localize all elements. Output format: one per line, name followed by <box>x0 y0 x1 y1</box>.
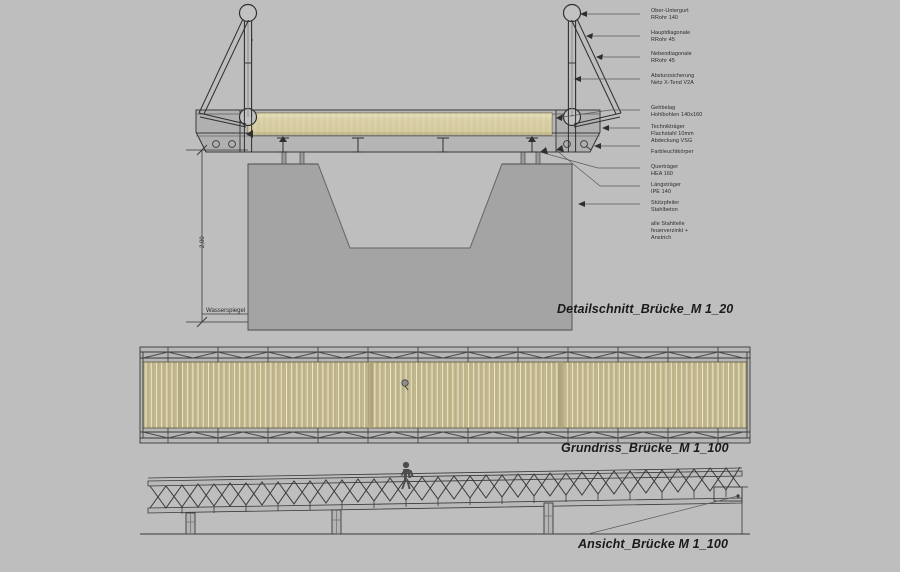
elevation-deck <box>147 467 743 514</box>
annotation-hauptdiagonale-line2: RRohr 45 <box>651 37 675 43</box>
annotation-ober-untergurt-line2: RRohr 140 <box>651 15 679 21</box>
annotation-stuetzpfeiler-line2: Stahlbeton <box>651 207 678 213</box>
annotation-hauptdiagonale-line1: Hauptdiagonale <box>651 30 691 36</box>
pedestrian-figure <box>400 461 414 489</box>
dimension-height <box>186 144 248 328</box>
title-section: Detailschnitt_Brücke_M 1_20 <box>557 302 734 316</box>
annotation-gehbelag-line1: Gehbelag <box>651 105 676 111</box>
annotation-techniktraeger-line1: Technikträger <box>651 124 685 130</box>
end-panel-openings <box>212 140 592 151</box>
water-level-label: Wasserspiegel <box>206 308 246 314</box>
title-plan: Grundriss_Brücke_M 1_100 <box>561 441 729 455</box>
elevation-drawing <box>140 461 750 535</box>
annotation-ober-untergurt-line1: Ober-Untergurt <box>651 8 689 14</box>
elevation-end-detail <box>587 486 748 535</box>
leader-lines-section <box>539 13 640 205</box>
annotation-stuetzpfeiler-line1: Stützpfeiler <box>651 200 680 206</box>
deck-arrowheads <box>246 130 536 142</box>
annotation-stahlteile-line1: alle Stahlteile <box>651 221 685 227</box>
annotation-techniktraeger-line3: Abdeckung VSG <box>651 138 693 144</box>
annotation-gehbelag-line2: Hohlbohlen 140x160 <box>651 112 703 118</box>
annotation-nebendiagonale-line1: Nebendiagonale <box>651 51 692 57</box>
annotation-quertraeger-line1: Querträger <box>651 164 679 170</box>
elevation-piers <box>185 502 554 535</box>
annotation-absturzsicherung-line2: Netz X-Tend V2A <box>651 80 694 86</box>
deck-wood-section <box>247 112 553 136</box>
cross-beams-section <box>277 137 538 153</box>
elevation-hangers <box>181 489 727 514</box>
annotation-quertraeger-line2: HEA 160 <box>651 171 674 177</box>
annotation-laengstraeger-line2: IPE 140 <box>651 189 671 195</box>
annotation-stahlteile-line2: feuerverzinkt + <box>651 228 689 234</box>
section-drawing <box>186 3 640 331</box>
plan-truss-top <box>142 351 744 359</box>
plan-drawing <box>139 346 751 444</box>
annotation-farbleuchtkoerper: Farbleuchtkörper <box>651 149 694 155</box>
dimension-height-label: 2,00 <box>200 236 206 248</box>
elevation-truss-lattice <box>149 466 741 509</box>
leader-arrowheads-section <box>540 11 609 207</box>
annotation-absturzsicherung-line1: Absturzsicherung <box>651 73 695 79</box>
bearing-stubs <box>281 151 541 165</box>
plan-detail-marker <box>401 379 409 391</box>
title-elevation: Ansicht_Brücke M 1_100 <box>578 537 729 551</box>
annotation-stahlteile-line3: Anstrich <box>651 235 672 241</box>
annotation-laengstraeger-line1: Längsträger <box>651 182 681 188</box>
annotation-techniktraeger-line2: Flachstahl 10mm <box>651 131 694 137</box>
annotation-nebendiagonale-line2: RRohr 45 <box>651 58 675 64</box>
abutment-concrete <box>247 163 573 331</box>
plan-truss-bottom <box>142 431 744 439</box>
truss-right <box>244 3 622 152</box>
